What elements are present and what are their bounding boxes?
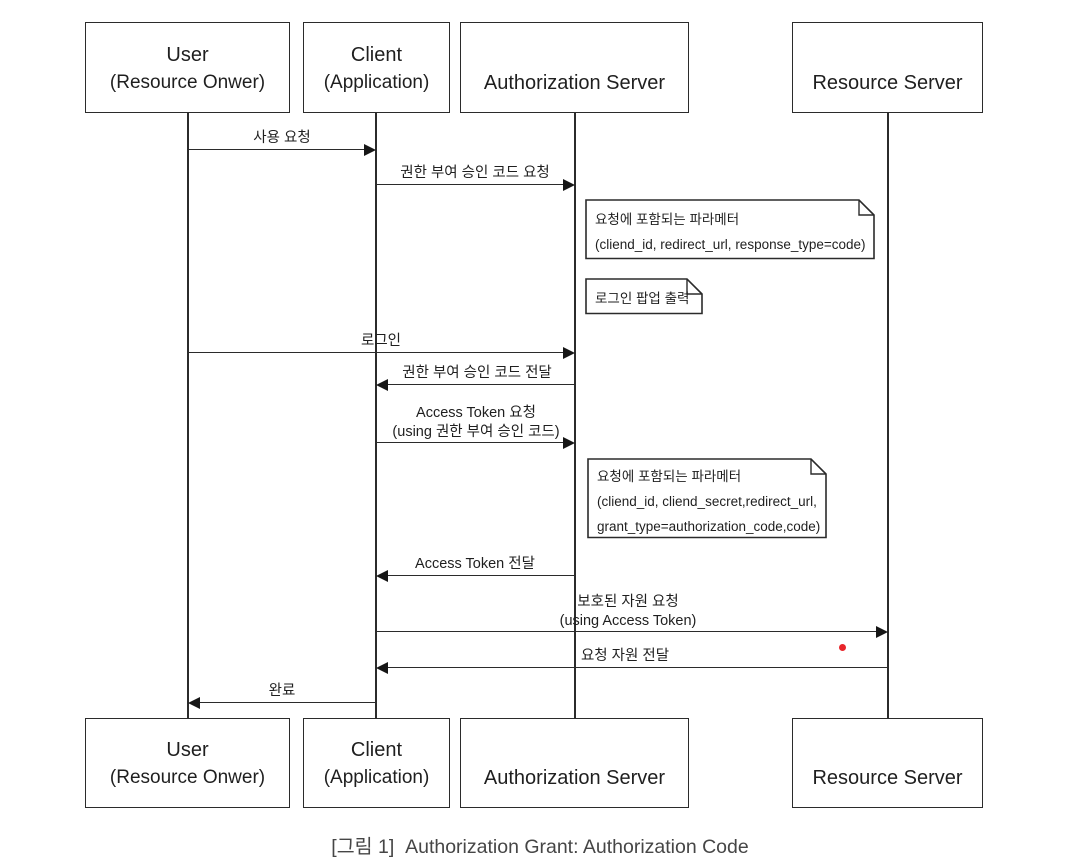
note-shape [585,278,703,315]
note-line: grant_type=authorization_code,code) [597,519,821,534]
actor-box-user-bottom: User (Resource Onwer) [85,718,290,808]
actor-label: Client [350,739,403,761]
note-request-params-token: 요청에 포함되는 파라메터 (cliend_id, cliend_secret,… [587,458,827,539]
arrow-right-icon [876,626,888,638]
note-request-params-code: 요청에 포함되는 파라메터 (cliend_id, redirect_url, … [585,199,875,260]
message-label-text: (using 권한 부여 승인 코드) [392,424,560,440]
message-line [199,702,376,703]
actor-label: User [166,739,209,761]
actor-box-resource-server-bottom: Resource Server [792,718,983,808]
message-line [188,149,365,150]
message-label: 권한 부여 승인 코드 전달 [402,364,552,383]
message-label-text: 보호된 자원 요청 [577,594,679,610]
note-line: (cliend_id, redirect_url, response_type=… [595,237,866,252]
message-label: 로그인 [361,332,401,351]
note-text: 요청에 포함되는 파라메터 (cliend_id, redirect_url, … [595,199,869,260]
message-label: Access Token 요청 (using 권한 부여 승인 코드) [392,404,559,442]
message-line [387,667,888,668]
arrow-right-icon [563,179,575,191]
actor-label: Client [350,44,403,66]
actor-sublabel: (Application) [323,72,430,93]
arrow-left-icon [376,662,388,674]
note-login-popup: 로그인 팝업 출력 [585,278,703,315]
message-label: Access Token 전달 [415,555,535,574]
note-line: 요청에 포함되는 파라메터 [595,212,740,227]
message-line [376,184,564,185]
message-line [376,442,564,443]
actor-label: User [166,44,209,66]
arrow-right-icon [563,437,575,449]
actor-box-client-bottom: Client (Application) [303,718,450,808]
lifeline-client [375,113,377,718]
note-line: 로그인 팝업 출력 [595,290,690,306]
message-line [387,575,575,576]
actor-box-client-top: Client (Application) [303,22,450,113]
lifeline-authorization-server [574,113,576,718]
message-line [188,352,564,353]
lifeline-resource-server [887,113,889,718]
message-line [387,384,575,385]
figure-caption: [그림 1] Authorization Grant: Authorizatio… [331,836,749,858]
actor-sublabel: (Resource Onwer) [109,72,266,93]
actor-sublabel: (Application) [323,767,430,788]
actor-box-user-top: User (Resource Onwer) [85,22,290,113]
actor-label: Resource Server [812,72,963,94]
message-label-text: 권한 부여 승인 코드 요청 [400,165,550,181]
message-label-text: Access Token 요청 [416,405,536,421]
message-label-text: Access Token 전달 [415,556,535,572]
actor-label: Resource Server [812,767,963,789]
actor-label: Authorization Server [483,767,666,789]
arrow-left-icon [376,570,388,582]
arrow-right-icon [364,144,376,156]
note-shape [585,199,875,260]
note-text: 로그인 팝업 출력 [595,278,697,315]
message-label-text: 권한 부여 승인 코드 전달 [402,365,552,381]
message-label: 보호된 자원 요청 (using Access Token) [560,593,697,631]
message-label-text: 완료 [268,683,296,699]
note-line: 요청에 포함되는 파라메터 [597,469,742,484]
actor-box-authorization-server-top: Authorization Server [460,22,689,113]
message-label: 요청 자원 전달 [581,647,669,666]
message-label: 완료 [269,682,296,701]
message-label: 사용 요청 [253,129,310,148]
message-label: 권한 부여 승인 코드 요청 [400,164,550,183]
message-label-text: 요청 자원 전달 [580,648,670,664]
lifeline-user [187,113,189,718]
message-line [376,631,877,632]
note-text: 요청에 포함되는 파라메터 (cliend_id, cliend_secret,… [597,458,821,539]
message-label-text: (using Access Token) [559,613,697,629]
red-dot-marker [839,644,846,651]
arrow-left-icon [376,379,388,391]
message-label-text: 로그인 [360,333,402,349]
note-shape [587,458,827,539]
actor-box-authorization-server-bottom: Authorization Server [460,718,689,808]
message-label-text: 사용 요청 [253,130,311,146]
arrow-right-icon [563,347,575,359]
note-line: (cliend_id, cliend_secret,redirect_url, [597,494,817,509]
actor-box-resource-server-top: Resource Server [792,22,983,113]
actor-label: Authorization Server [483,72,666,94]
actor-sublabel: (Resource Onwer) [109,767,266,788]
arrow-left-icon [188,697,200,709]
